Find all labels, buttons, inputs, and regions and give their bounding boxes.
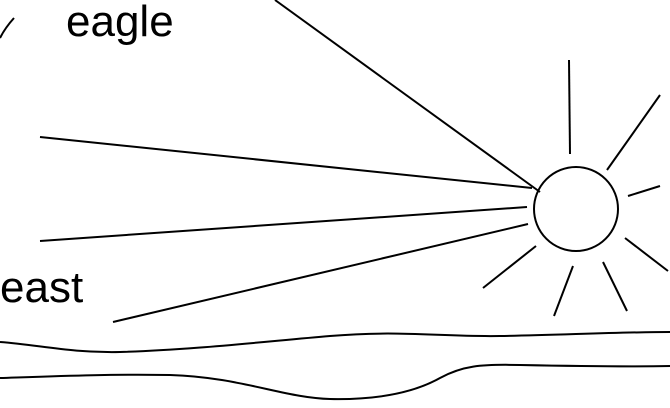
long-ray-middle-left (40, 207, 527, 241)
long-ray-to-east (113, 224, 528, 322)
short-ray-top-right (607, 95, 660, 170)
short-ray-bottom-left (483, 246, 536, 288)
label-eagle: eagle (66, 0, 174, 44)
short-ray-bottom (554, 266, 573, 316)
wave-line-lower (0, 365, 670, 399)
short-ray-bottom-right (603, 262, 627, 311)
wave-line-upper (0, 332, 670, 352)
long-ray-from-eagle (275, 0, 540, 192)
short-ray-right (628, 186, 660, 196)
short-ray-lower-right (625, 238, 668, 271)
sun-disc (534, 167, 618, 251)
corner-mark (0, 18, 14, 38)
label-east: east (0, 266, 83, 310)
short-ray-top (569, 60, 570, 154)
long-ray-upper-left (40, 137, 532, 188)
